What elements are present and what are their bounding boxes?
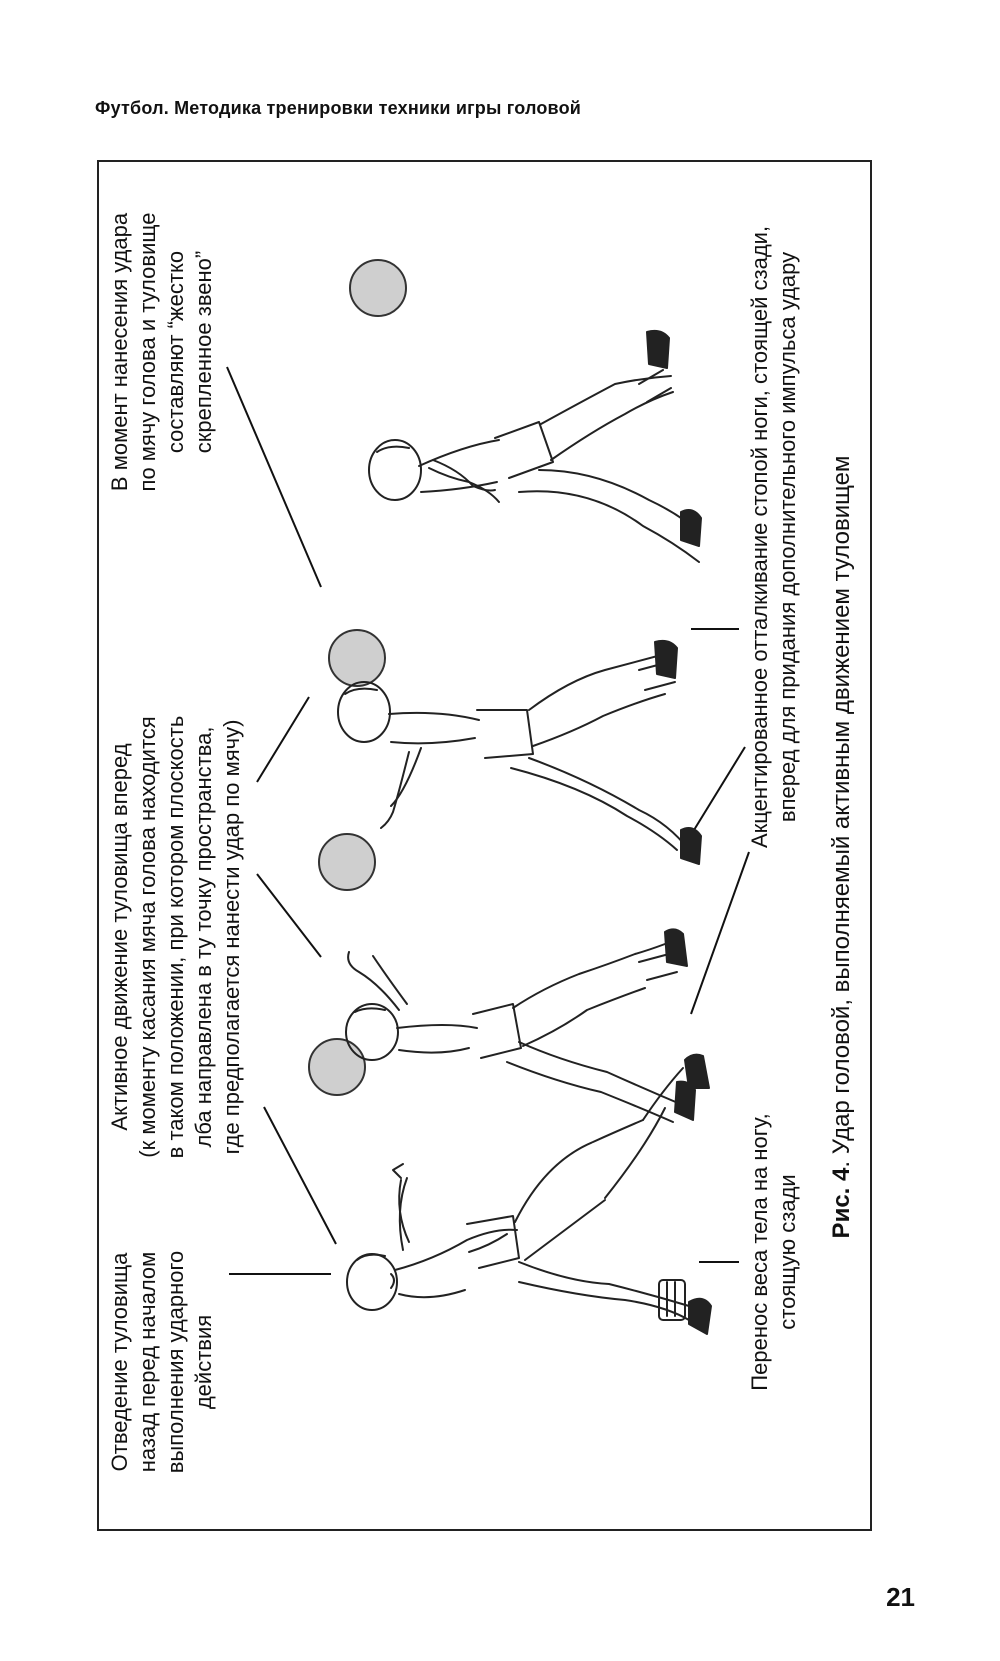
figure-caption-label: Рис. 4 (828, 1167, 855, 1238)
leader-line (264, 1107, 336, 1244)
caption-line: где предполагается нанести удар по мячу) (219, 720, 244, 1155)
leader-lines (227, 367, 749, 1274)
caption-line: В момент нанесения удара (107, 212, 132, 491)
player-figure-contact (338, 641, 701, 864)
figure-caption: Рис. 4. Удар головой, выполняемый активн… (828, 456, 855, 1239)
leader-line (257, 874, 321, 957)
ball (309, 1039, 365, 1095)
caption-line: Активное движение туловища вперед (107, 743, 132, 1130)
caption-line: вперед для придания дополнительного импу… (775, 252, 800, 822)
caption-torso-back: Отведение туловища назад перед началом в… (107, 1251, 216, 1474)
caption-line: Перенос веса тела на ногу, (747, 1113, 772, 1390)
ball (329, 630, 385, 686)
player-figure-follow-through (369, 331, 701, 562)
caption-line: Отведение туловища (107, 1252, 132, 1471)
player-figure-mid-swing (346, 929, 695, 1122)
player-figure-lean-back (347, 1055, 711, 1334)
caption-line: составляют “жестко (163, 251, 188, 453)
figure-frame: Отведение туловища назад перед началом в… (97, 160, 872, 1531)
page-number: 21 (886, 1582, 915, 1613)
caption-impact: В момент нанесения удара по мячу голова … (107, 212, 216, 491)
caption-line: в таком положении, при котором плоскость (163, 716, 188, 1159)
figure-illustration: Отведение туловища назад перед началом в… (99, 162, 874, 1533)
caption-line: скрепленное звено” (191, 251, 216, 453)
leader-line (227, 367, 321, 587)
caption-line: по мячу голова и туловище (135, 213, 160, 492)
caption-line: назад перед началом (135, 1252, 160, 1473)
ball (319, 834, 375, 890)
caption-push-off: Акцентированное отталкивание стопой ноги… (747, 226, 800, 848)
caption-line: стоящую сзади (775, 1174, 800, 1329)
leader-line (691, 852, 749, 1014)
leader-line (257, 697, 309, 782)
caption-line: Акцентированное отталкивание стопой ноги… (747, 226, 772, 848)
running-head: Футбол. Методика тренировки техники игры… (95, 98, 581, 119)
caption-line: выполнения ударного (163, 1251, 188, 1474)
figure-caption-text: . Удар головой, выполняемый активным дви… (828, 456, 855, 1168)
caption-torso-forward: Активное движение туловища вперед (к мом… (107, 716, 244, 1159)
caption-line: действия (191, 1315, 216, 1409)
ball (350, 260, 406, 316)
caption-weight-transfer: Перенос веса тела на ногу, стоящую сзади (747, 1113, 800, 1390)
caption-line: лба направлена в ту точку пространства, (191, 726, 216, 1147)
caption-line: (к моменту касания мяча голова находится (135, 716, 160, 1157)
leader-line (694, 747, 745, 830)
